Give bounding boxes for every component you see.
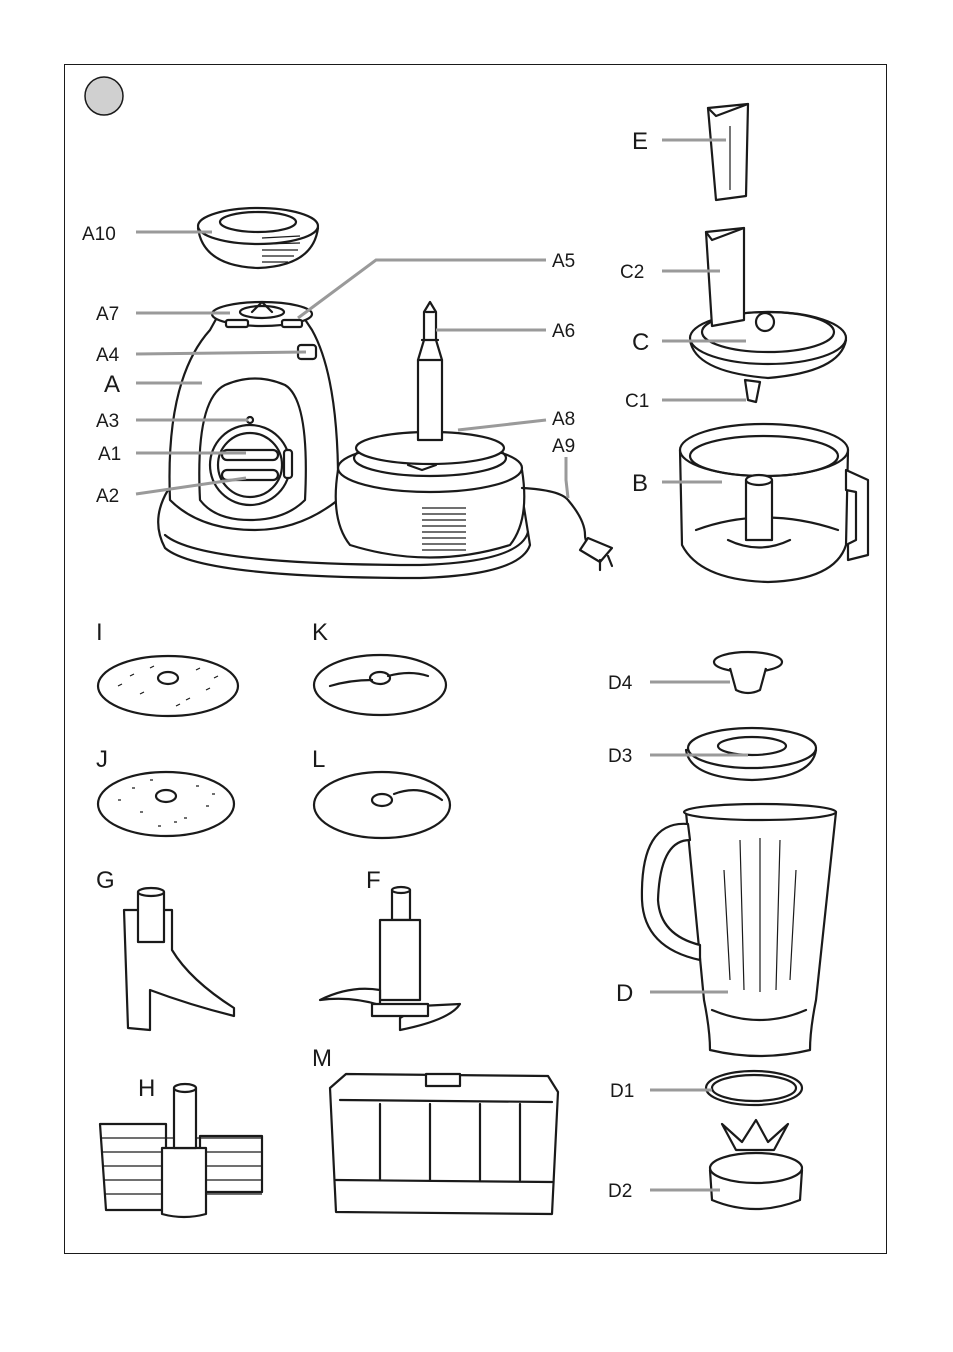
label-c1: C1 (625, 391, 649, 412)
label-a2: A2 (96, 486, 119, 507)
part-k-disc (312, 653, 448, 717)
part-j-disc (96, 770, 236, 838)
part-c-lid (688, 226, 848, 404)
label-f: F (366, 867, 381, 894)
part-a10-cover (196, 206, 320, 270)
label-d: D (616, 980, 633, 1007)
label-m: M (312, 1045, 332, 1072)
label-a4: A4 (96, 345, 120, 366)
leader-lines (135, 138, 748, 1192)
part-d3-lid (684, 726, 818, 782)
label-a9: A9 (552, 436, 575, 457)
label-a6: A6 (552, 321, 575, 342)
label-a5: A5 (552, 251, 575, 272)
label-h: H (138, 1075, 155, 1102)
part-g-tool (122, 886, 236, 1032)
part-e-pusher (706, 102, 750, 202)
label-c: C (632, 329, 649, 356)
part-d4-cap (712, 650, 784, 695)
part-b-bowl (678, 422, 870, 584)
label-e: E (632, 128, 648, 155)
label-a8: A8 (552, 409, 575, 430)
label-d4: D4 (608, 673, 633, 694)
label-d3: D3 (608, 746, 632, 767)
label-a7: A7 (96, 304, 119, 325)
part-h-tool (98, 1082, 264, 1219)
label-a3: A3 (96, 411, 119, 432)
label-a: A (104, 371, 120, 398)
label-g: G (96, 867, 115, 894)
label-d2: D2 (608, 1181, 632, 1202)
part-m-storage-box (328, 1072, 560, 1216)
label-l: L (312, 746, 325, 773)
part-i-disc (96, 654, 240, 718)
label-i: I (96, 619, 103, 646)
label-a10: A10 (82, 224, 116, 245)
label-j: J (96, 746, 108, 773)
part-f-knife (318, 885, 462, 1032)
label-k: K (312, 619, 328, 646)
label-a1: A1 (98, 444, 121, 465)
figure-frame (64, 64, 887, 1254)
label-c2: C2 (620, 262, 644, 283)
label-d1: D1 (610, 1081, 634, 1102)
part-d-blender-jug (640, 802, 838, 1058)
part-d2-blade-unit (708, 1118, 804, 1211)
part-l-disc (312, 770, 452, 840)
part-a8-drive-housing (334, 300, 614, 572)
figure-marker (84, 76, 124, 116)
label-b: B (632, 470, 648, 497)
part-d1-seal (704, 1069, 804, 1107)
